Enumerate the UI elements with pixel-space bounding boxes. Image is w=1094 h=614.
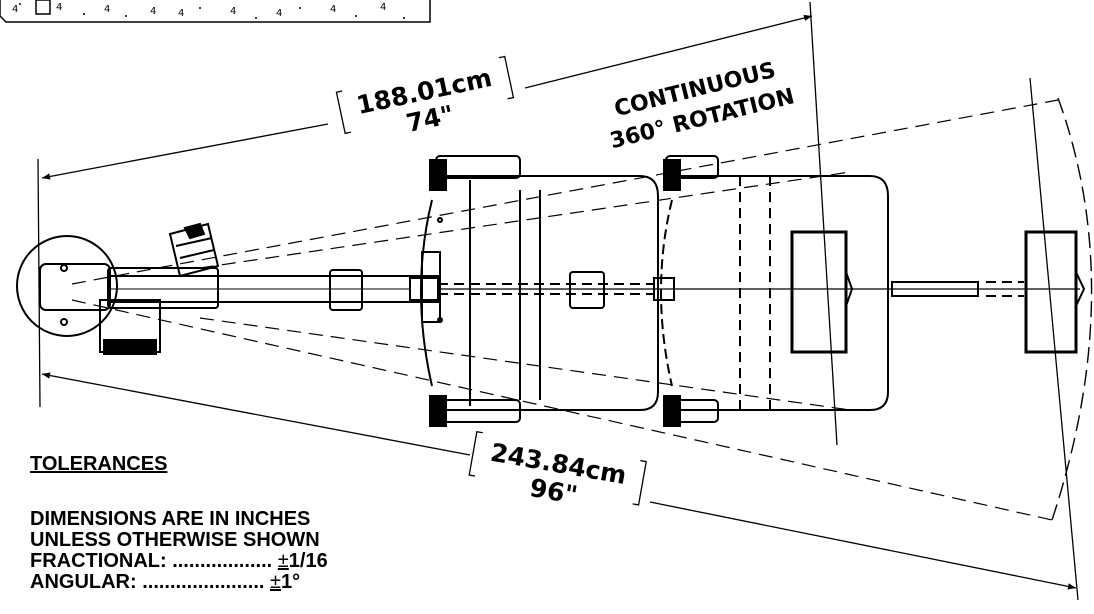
fractional-plus-minus: ±: [277, 550, 289, 572]
tolerances-line1: DIMENSIONS ARE IN INCHES: [30, 508, 311, 530]
svg-text:4: 4: [380, 2, 386, 13]
fractional-value: 1/16: [288, 550, 328, 572]
svg-text:4: 4: [330, 4, 336, 15]
angular-label: ANGULAR: ......................: [30, 571, 271, 593]
rotation-arc: [1051, 97, 1093, 521]
angular-value: 1°: [281, 571, 301, 593]
hydraulic-unit: [168, 222, 220, 278]
svg-text:4: 4: [12, 4, 18, 15]
tolerances-angular: ANGULAR: ...................... ±1°: [30, 571, 300, 593]
svg-text:4: 4: [276, 8, 282, 19]
reach-dimension-line: [41, 14, 813, 180]
concrete-wall-section: 4 4 4 4 4 4 4 4 4: [0, 0, 431, 23]
svg-text:4: 4: [56, 2, 62, 13]
turret-base: [16, 235, 219, 355]
reach-dimension-label: 188.01cm 74": [335, 55, 515, 138]
overall-dimension-line: [41, 372, 1077, 590]
angular-plus-minus: ±: [270, 571, 281, 593]
basket-extended: [891, 230, 1086, 354]
tolerances-line2: UNLESS OTHERWISE SHOWN: [30, 529, 320, 551]
fractional-label: FRACTIONAL: ..................: [30, 550, 278, 572]
rotation-note: CONTINUOUS 360° ROTATION: [608, 58, 798, 154]
tolerances-fractional: FRACTIONAL: .................. ±1/16: [30, 550, 328, 572]
svg-text:4: 4: [230, 6, 236, 17]
tolerances-heading: TOLERANCES: [30, 453, 168, 475]
swing-envelope-lines: [71, 99, 1059, 521]
platform-stowed: [420, 155, 659, 427]
platform-rotating: [660, 155, 889, 427]
svg-text:4: 4: [150, 6, 156, 17]
svg-text:4: 4: [178, 8, 184, 19]
svg-text:4: 4: [104, 4, 110, 15]
boom-arm: [107, 269, 1080, 311]
overall-dimension-label: 243.84cm 96": [468, 430, 647, 510]
